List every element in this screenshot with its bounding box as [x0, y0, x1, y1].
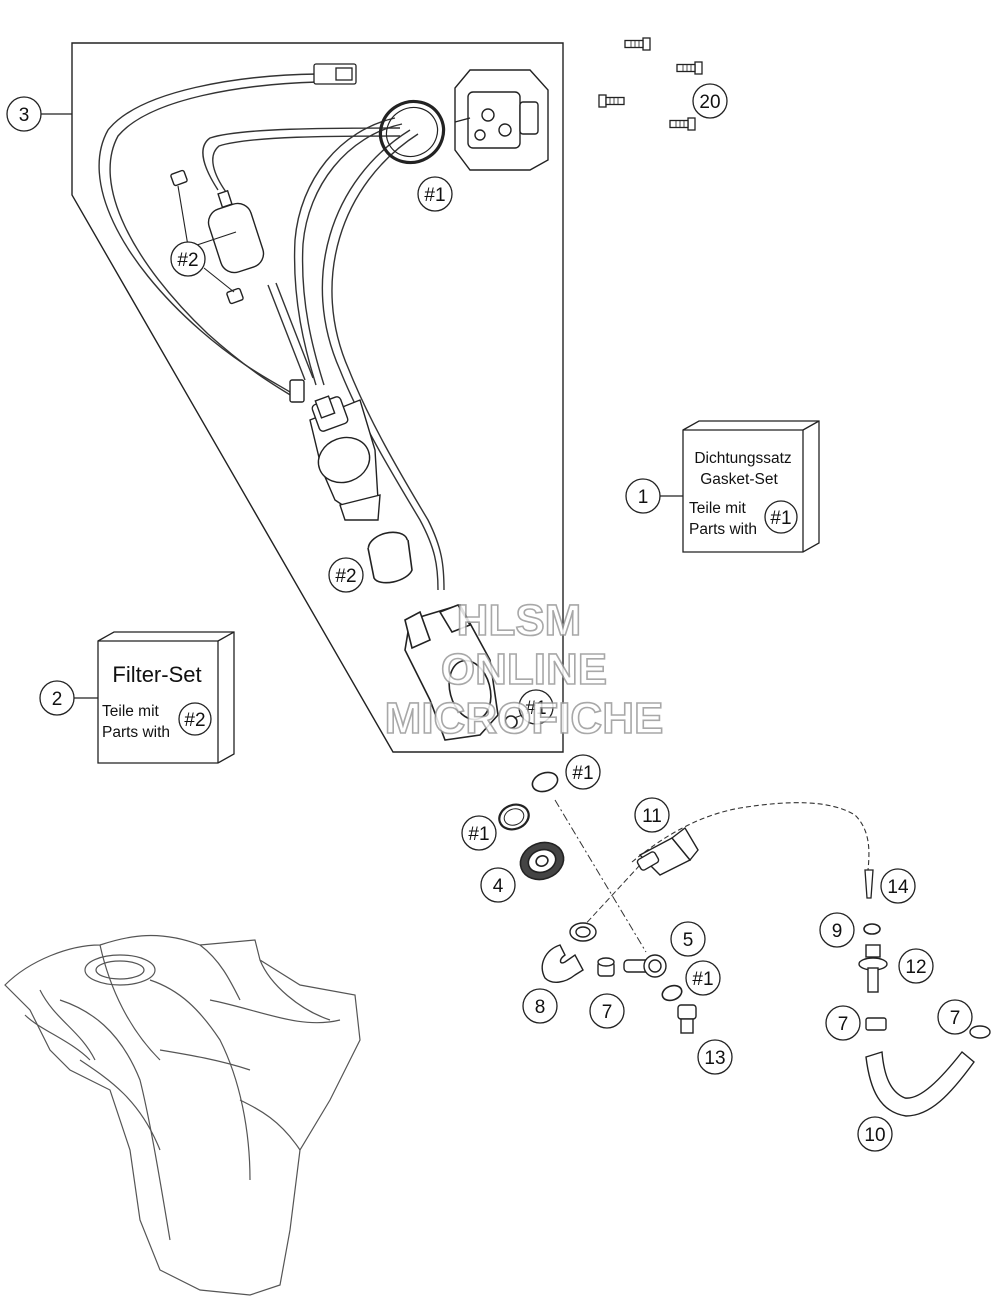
watermark-line3: MICROFICHE: [385, 694, 664, 743]
hose-elbow-right: [865, 1051, 975, 1117]
callout-hash1-ring-top: #1: [565, 754, 601, 790]
callout-9: 9: [819, 912, 855, 948]
hose-clamp-upper: [569, 922, 597, 942]
callout-hash1-top: #1: [417, 176, 453, 212]
hose-clamp-far-right: [969, 1025, 991, 1039]
callout-14: 14: [880, 868, 916, 904]
banjo-fitting: [623, 954, 667, 978]
gasket-set-line2: Gasket-Set: [700, 471, 778, 488]
fuel-tank: [4, 934, 361, 1296]
svg-text:#1: #1: [572, 763, 593, 784]
hose-elbow-left: [541, 944, 584, 983]
filter-set-line1: Teile mit: [102, 703, 160, 720]
callout-hash1-ring-low: #1: [685, 960, 721, 996]
fuel-hoses: [98, 73, 445, 591]
fuel-pump-assembly-frame: [41, 42, 564, 753]
callout-11: 11: [634, 797, 670, 833]
svg-text:#1: #1: [692, 969, 713, 990]
watermark: HLSM ONLINE MICROFICHE: [384, 595, 664, 744]
sealing-washer: [519, 841, 565, 881]
svg-text:10: 10: [864, 1125, 885, 1146]
svg-text:7: 7: [602, 1002, 613, 1023]
svg-text:14: 14: [887, 877, 909, 898]
bolts: [598, 37, 703, 131]
svg-text:8: 8: [535, 997, 546, 1018]
callout-hash1-pump: #1: [518, 689, 554, 725]
callout-2: 2: [39, 680, 75, 716]
pump-sleeve: [367, 531, 413, 584]
svg-text:3: 3: [19, 105, 30, 126]
svg-text:4: 4: [493, 876, 504, 897]
fuel-filter: [170, 169, 265, 305]
hose-clamp-right: [865, 1017, 887, 1031]
svg-text:5: 5: [683, 930, 694, 951]
o-ring-small: [863, 923, 881, 935]
wire-connector: [313, 63, 357, 85]
gasket-set-box: Dichtungssatz Gasket-Set Teile mit Parts…: [682, 420, 820, 553]
callout-3: 3: [6, 96, 42, 132]
callout-4: 4: [480, 867, 516, 903]
banjo-bolt: [677, 1004, 697, 1034]
gasket-set-ref: #1: [770, 508, 791, 529]
callout-5: 5: [670, 921, 706, 957]
svg-text:#1: #1: [525, 698, 546, 719]
gasket-set-line4: Parts with: [689, 521, 757, 538]
callout-1: 1: [625, 478, 661, 514]
callout-13: 13: [697, 1039, 733, 1075]
svg-text:20: 20: [699, 92, 720, 113]
svg-text:#2: #2: [335, 566, 356, 587]
callout-10: 10: [857, 1116, 893, 1152]
svg-text:7: 7: [950, 1008, 961, 1029]
fuel-pump: [289, 379, 381, 521]
o-ring-left: [498, 803, 530, 831]
svg-text:12: 12: [905, 957, 926, 978]
svg-text:13: 13: [704, 1048, 725, 1069]
callout-8: 8: [522, 988, 558, 1024]
bleed-screw: [864, 869, 874, 899]
filter-set-box: Filter-Set Teile mit Parts with #2: [97, 631, 235, 764]
svg-text:#1: #1: [468, 824, 489, 845]
svg-text:7: 7: [838, 1014, 849, 1035]
callout-7-a: 7: [589, 993, 625, 1029]
svg-text:1: 1: [638, 487, 649, 508]
callout-20: 20: [692, 83, 728, 119]
o-ring-top: [531, 771, 559, 793]
svg-text:#1: #1: [424, 185, 445, 206]
callout-hash2-filter: #2: [170, 241, 206, 277]
callout-7-c: 7: [937, 999, 973, 1035]
pump-housing: [404, 604, 518, 741]
o-ring-lower: [661, 984, 683, 1002]
filter-set-ref: #2: [184, 710, 205, 731]
nipple-fitting: [858, 944, 888, 993]
svg-text:11: 11: [642, 806, 662, 827]
pump-flange: [454, 69, 549, 171]
callout-7-b: 7: [825, 1005, 861, 1041]
svg-text:2: 2: [52, 689, 63, 710]
svg-text:9: 9: [832, 921, 843, 942]
svg-text:#2: #2: [177, 250, 198, 271]
gasket-set-line3: Teile mit: [689, 500, 747, 517]
quick-connector: [636, 826, 699, 876]
callout-12: 12: [898, 948, 934, 984]
gasket-set-line1: Dichtungssatz: [694, 450, 791, 467]
callout-hash1-ring-left: #1: [461, 815, 497, 851]
filter-set-line2: Parts with: [102, 724, 170, 741]
callout-hash2-sleeve: #2: [328, 557, 364, 593]
watermark-line1: HLSM: [457, 596, 582, 645]
filter-set-title: Filter-Set: [112, 662, 201, 687]
watermark-line2: ONLINE: [441, 645, 607, 694]
hose-clamp-small: [597, 957, 615, 977]
flange-gasket-ring: [378, 99, 446, 165]
